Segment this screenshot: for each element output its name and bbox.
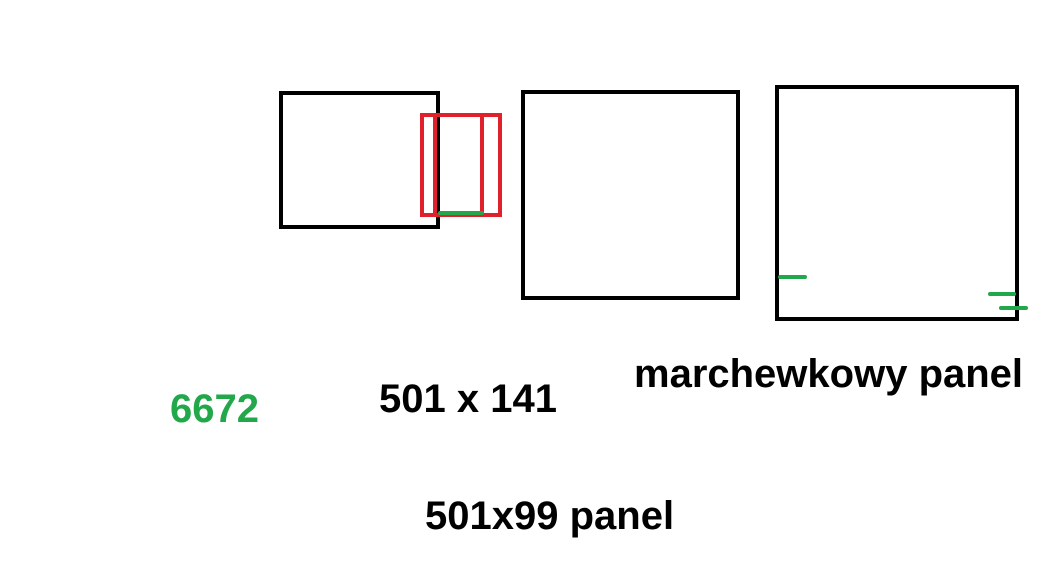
dimensions-label: 501 x 141 <box>379 377 557 421</box>
green-marker <box>999 306 1028 310</box>
panel-size-label: 501x99 panel <box>425 494 675 538</box>
carrot-panel-label: marchewkowy panel <box>634 352 1024 396</box>
green-marker <box>988 292 1016 296</box>
red-highlight-inner <box>433 113 484 217</box>
panel-left <box>279 91 440 229</box>
panel-middle <box>521 90 740 300</box>
green-marker <box>438 211 484 215</box>
panel-right <box>775 85 1019 321</box>
green-marker <box>778 275 807 279</box>
green-number-label: 6672 <box>170 387 259 431</box>
